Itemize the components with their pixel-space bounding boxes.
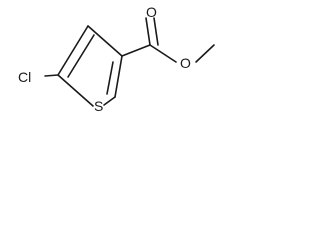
bond-carbonyl-to-o: [149, 44, 177, 63]
bond-ring-s-c2: [103, 96, 116, 106]
bond-o-methyl: [195, 44, 215, 63]
bond-ring-c3-c2-double: [114, 55, 123, 98]
atom-label-group: Cl S O O: [18, 4, 191, 114]
carbonyl-oxygen-label: O: [146, 4, 157, 20]
bond-ring-c4-c5: [57, 25, 89, 76]
chlorine-label: Cl: [18, 69, 31, 85]
ester-oxygen-label: O: [180, 55, 191, 71]
molecule-structure: Cl S O O: [18, 4, 215, 114]
bond-ring-c4-c5-double: [67, 34, 95, 78]
bond-carbonyl-double-a: [145, 17, 151, 46]
bond-group: [44, 17, 215, 107]
sulfur-label: S: [94, 98, 103, 114]
bond-c-cl: [44, 74, 59, 77]
bond-ring-to-carbonyl: [121, 44, 151, 57]
bond-ring-c3-c2-inner: [106, 61, 114, 95]
bond-carbonyl-double-b: [153, 17, 159, 46]
bond-ring-c4-c3: [87, 25, 123, 57]
structure-canvas: Cl S O O: [0, 0, 224, 122]
bond-ring-c5-s: [57, 74, 94, 107]
